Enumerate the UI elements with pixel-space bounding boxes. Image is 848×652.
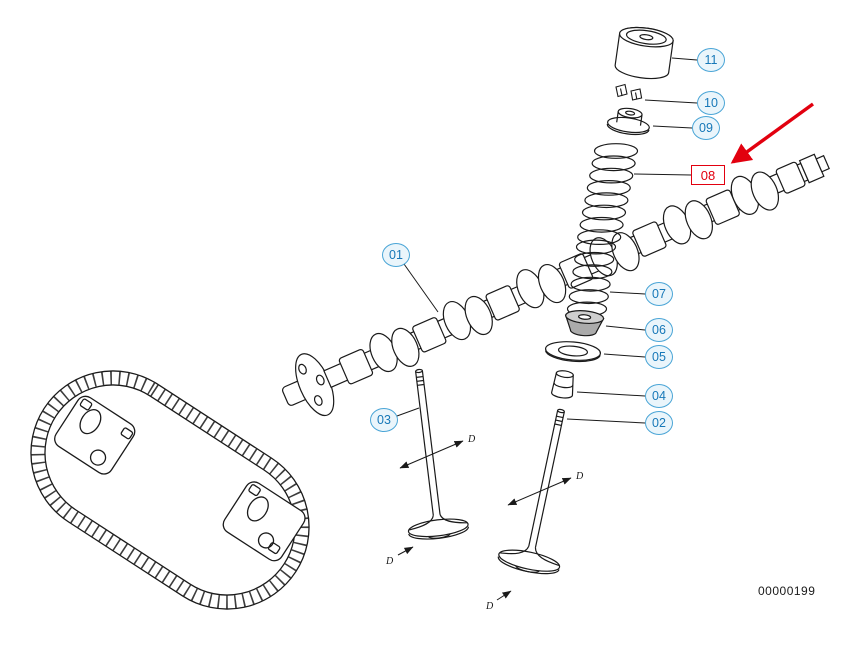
valve-spring-outer-drawing — [577, 143, 639, 246]
valve-spring-inner-drawing — [566, 239, 617, 317]
callout-08-highlight[interactable]: 08 — [691, 165, 725, 185]
callout-10[interactable]: 10 — [697, 91, 725, 115]
callout-07[interactable]: 07 — [645, 282, 673, 306]
highlight-arrow — [730, 102, 814, 164]
spring-retainer-drawing — [606, 107, 650, 136]
dimension-label-d: D — [467, 434, 476, 445]
belt-right-bracket — [222, 481, 306, 562]
dimension-labels: D D D D — [385, 434, 584, 612]
valve-02-drawing — [497, 408, 565, 575]
callout-04[interactable]: 04 — [645, 384, 673, 408]
valve-keepers-drawing — [615, 83, 643, 101]
callout-06[interactable]: 06 — [645, 318, 673, 342]
valve-stem-seal-drawing — [551, 370, 574, 399]
callout-leader-lines — [396, 57, 698, 424]
callout-05[interactable]: 05 — [645, 345, 673, 369]
callout-11[interactable]: 11 — [697, 48, 725, 72]
dimension-label-d: D — [575, 471, 584, 482]
callout-01[interactable]: 01 — [382, 243, 410, 267]
washer-drawing — [544, 341, 602, 363]
bucket-tappet-drawing — [614, 26, 674, 80]
dimension-label-d: D — [385, 556, 394, 567]
belt-teeth — [31, 371, 309, 609]
camshaft-drawing — [282, 153, 830, 417]
callout-09[interactable]: 09 — [692, 116, 720, 140]
callout-02[interactable]: 02 — [645, 411, 673, 435]
timing-belt-drawing — [30, 370, 310, 610]
dimension-label-d: D — [485, 601, 494, 612]
belt-left-bracket — [54, 395, 136, 475]
callout-03[interactable]: 03 — [370, 408, 398, 432]
valve-03-drawing — [407, 368, 469, 540]
dimension-arrows — [397, 440, 572, 601]
spring-seat-drawing — [564, 310, 605, 337]
drawing-number: 00000199 — [758, 584, 816, 598]
